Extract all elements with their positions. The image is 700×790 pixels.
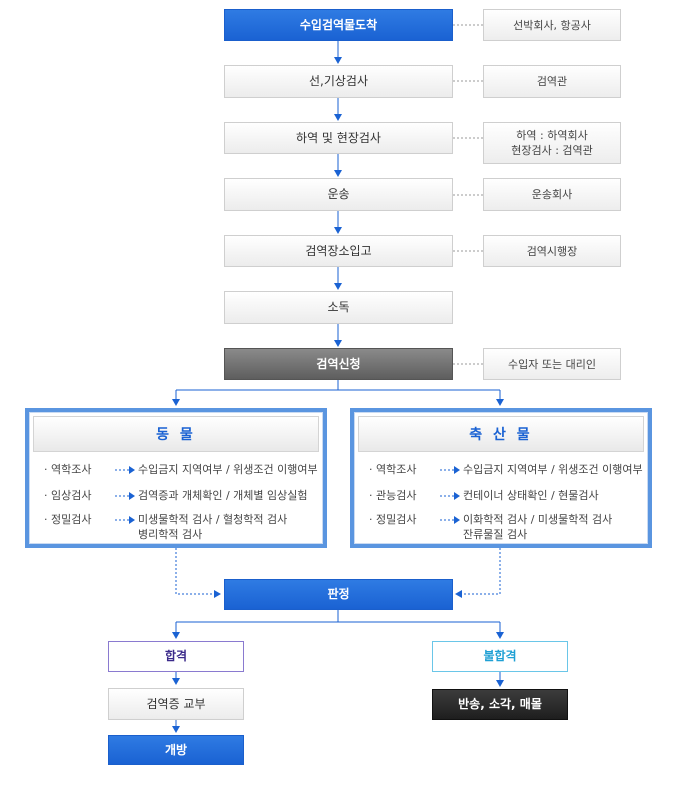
row-detail: 수입금지 지역여부 / 위생조건 이행여부: [463, 463, 643, 476]
row-detail: 검역증과 개체확인 / 개체별 임상실험: [138, 489, 308, 502]
dotted-arrow-icon: [115, 492, 135, 500]
dotted-arrow-icon: [115, 516, 135, 524]
outcome-pass-certificate: 검역증 교부: [108, 688, 244, 720]
panel-animal-header: 동 물: [33, 416, 319, 452]
row-category: · 정밀검사: [369, 513, 417, 526]
outcome-pass-certificate-label: 검역증 교부: [146, 696, 206, 711]
outcome-pass-label: 합격: [164, 649, 188, 663]
row-category-text: 정밀검사: [51, 513, 92, 526]
outcome-pass-release-label: 개방: [164, 742, 188, 757]
role-application: 수입자 또는 대리인: [483, 348, 621, 380]
role-transport: 운송회사: [483, 178, 621, 211]
step-arrival: 수입검역물도착: [224, 9, 453, 41]
role-arrival-label: 선박회사, 항공사: [513, 18, 591, 32]
row-category: · 임상검사: [44, 489, 92, 502]
dotted-arrow-icon: [115, 466, 135, 474]
row-category: · 역학조사: [44, 463, 92, 476]
step-arrival-label: 수입검역물도착: [299, 17, 378, 32]
row-category-text: 정밀검사: [376, 513, 417, 526]
step-transport: 운송: [224, 178, 453, 211]
judgement-label: 판정: [327, 587, 350, 601]
outcome-pass: 합격: [108, 641, 244, 672]
dotted-arrow-icon: [440, 516, 460, 524]
outcome-fail-disposal-label: 반송, 소각, 매몰: [458, 697, 542, 711]
step-application: 검역신청: [224, 348, 453, 380]
panel-livestock: 축 산 물 · 역학조사 수입금지 지역여부 / 위생조건 이행여부 · 관능검…: [350, 408, 652, 548]
row-category: · 정밀검사: [44, 513, 92, 526]
row-detail: 미생물학적 검사 / 혈청학적 검사: [138, 513, 288, 526]
step-warehouse: 검역장소입고: [224, 235, 453, 267]
outcome-fail: 불합격: [432, 641, 568, 672]
outcome-fail-disposal: 반송, 소각, 매몰: [432, 689, 568, 720]
judgement-box: 판정: [224, 579, 453, 610]
role-warehouse-label: 검역시행장: [526, 244, 578, 258]
row-detail: 수입금지 지역여부 / 위생조건 이행여부: [138, 463, 318, 476]
row-detail-line-2: 병리학적 검사: [138, 528, 203, 541]
row-category-text: 임상검사: [51, 489, 92, 502]
step-unloading-label: 하역 및 현장검사: [296, 130, 381, 145]
role-vessel-inspection-label: 검역관: [536, 75, 568, 88]
row-category: · 역학조사: [369, 463, 417, 476]
panel-livestock-header: 축 산 물: [358, 416, 644, 452]
dotted-arrow-icon: [440, 492, 460, 500]
role-warehouse: 검역시행장: [483, 235, 621, 267]
step-transport-label: 운송: [327, 187, 350, 201]
step-unloading: 하역 및 현장검사: [224, 122, 453, 154]
role-unloading-line-1: 하역 : 하역회사: [516, 129, 588, 142]
role-unloading: 하역 : 하역회사 현장검사 : 검역관: [483, 122, 621, 164]
step-vessel-inspection-label: 선,기상검사: [308, 74, 368, 88]
panel-livestock-title: 축 산 물: [469, 427, 533, 443]
row-category-text: 역학조사: [51, 463, 92, 476]
step-disinfection: 소독: [224, 291, 453, 324]
role-arrival: 선박회사, 항공사: [483, 9, 621, 41]
step-disinfection-label: 소독: [327, 300, 350, 314]
step-warehouse-label: 검역장소입고: [305, 243, 372, 258]
role-vessel-inspection: 검역관: [483, 65, 621, 98]
row-detail: 이화학적 검사 / 미생물학적 검사: [463, 513, 613, 526]
outcome-pass-release: 개방: [108, 735, 244, 765]
row-detail: 컨테이너 상태확인 / 현물검사: [463, 489, 599, 502]
outcome-fail-label: 불합격: [483, 649, 517, 663]
panel-animal-title: 동 물: [156, 427, 196, 443]
role-application-label: 수입자 또는 대리인: [508, 357, 596, 371]
step-vessel-inspection: 선,기상검사: [224, 65, 453, 98]
step-application-label: 검역신청: [316, 356, 361, 371]
role-transport-label: 운송회사: [531, 188, 573, 201]
row-detail-line-2: 잔류물질 검사: [463, 528, 528, 541]
dotted-arrow-icon: [440, 466, 460, 474]
role-unloading-line-2: 현장검사 : 검역관: [511, 144, 593, 157]
row-category-text: 역학조사: [376, 463, 417, 476]
panel-animal: 동 물 · 역학조사 수입금지 지역여부 / 위생조건 이행여부 · 임상검사 …: [25, 408, 327, 548]
row-category: · 관능검사: [369, 489, 417, 502]
row-category-text: 관능검사: [376, 489, 417, 502]
